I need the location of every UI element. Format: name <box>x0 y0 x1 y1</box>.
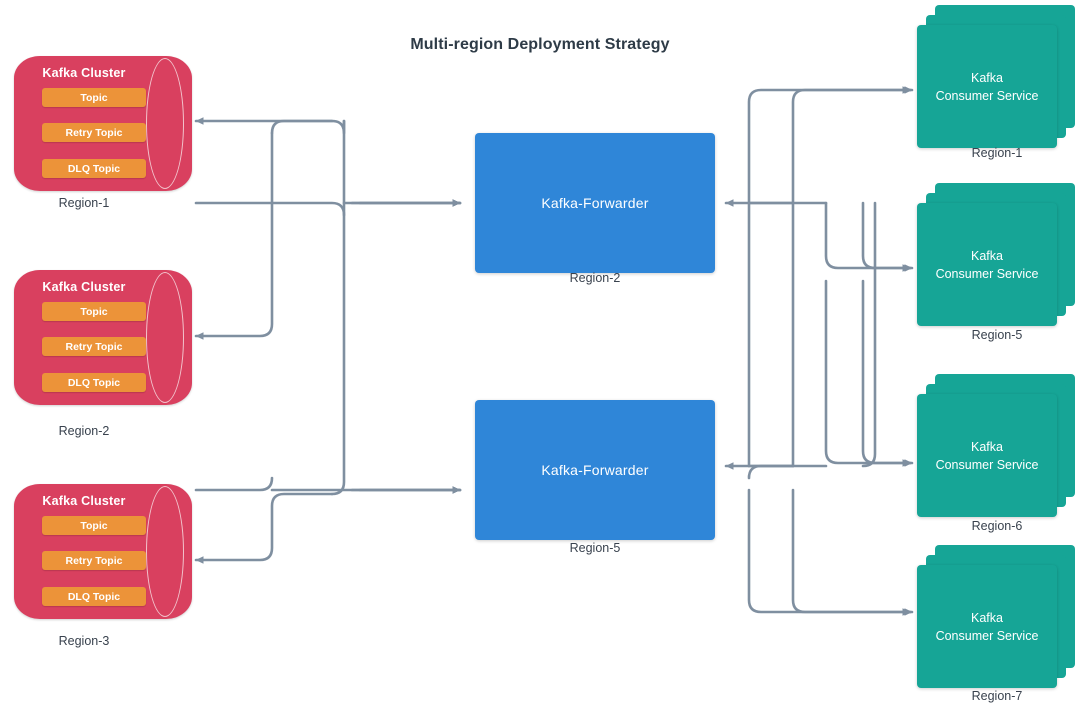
topic-box-topic[interactable]: Topic <box>42 88 146 107</box>
topic-box-dlq[interactable]: DLQ Topic <box>42 587 146 606</box>
region-label-consumer-7: Region-7 <box>971 689 1023 703</box>
kafka-consumer-service-region-7[interactable]: Kafka Consumer Service <box>917 545 1077 688</box>
cylinder-arc <box>146 272 184 403</box>
cylinder-arc <box>146 486 184 617</box>
kafka-cluster-region-3[interactable]: Kafka Cluster Topic Retry Topic DLQ Topi… <box>14 484 192 619</box>
topic-box-retry[interactable]: Retry Topic <box>42 123 146 142</box>
wire-fwd-to-consumer-1 <box>747 86 912 205</box>
kafka-consumer-service-region-5[interactable]: Kafka Consumer Service <box>917 183 1077 326</box>
page-title: Multi-region Deployment Strategy <box>410 36 670 53</box>
forwarder-label: Kafka-Forwarder <box>541 195 649 211</box>
region-label-forwarder-1: Region-2 <box>569 271 621 285</box>
cluster-title: Kafka Cluster <box>42 280 126 294</box>
kafka-forwarder-region-5[interactable]: Kafka-Forwarder <box>475 400 715 540</box>
kafka-cluster-region-1[interactable]: Kafka Cluster Topic Retry Topic DLQ Topi… <box>14 56 192 191</box>
region-label-consumer-5: Region-5 <box>971 328 1023 342</box>
kafka-consumer-service-region-1[interactable]: Kafka Consumer Service <box>917 5 1077 148</box>
topic-box-dlq[interactable]: DLQ Topic <box>42 159 146 178</box>
wire-fwd-to-consumer-6 <box>824 279 912 467</box>
region-label-consumer-1: Region-1 <box>971 146 1023 160</box>
wire-cluster-to-fwd-top <box>194 201 346 217</box>
wire-fwd-to-consumer-7 <box>747 488 912 616</box>
cylinder-arc <box>146 58 184 189</box>
wire-fwd-to-cluster-1 <box>194 117 346 135</box>
consumer-card-front <box>917 203 1057 326</box>
topic-box-topic[interactable]: Topic <box>42 302 146 321</box>
topic-box-dlq[interactable]: DLQ Topic <box>42 373 146 392</box>
forwarder-label: Kafka-Forwarder <box>541 462 649 478</box>
region-label-consumer-6: Region-6 <box>971 519 1023 533</box>
kafka-forwarder-region-2[interactable]: Kafka-Forwarder <box>475 133 715 273</box>
wire-consumer-to-fwd-bottom <box>747 464 795 480</box>
topic-box-topic[interactable]: Topic <box>42 516 146 535</box>
consumer-card-front <box>917 565 1057 688</box>
cluster-title: Kafka Cluster <box>42 494 126 508</box>
region-label-cluster-3: Region-3 <box>58 634 110 648</box>
kafka-cluster-region-2[interactable]: Kafka Cluster Topic Retry Topic DLQ Topi… <box>14 270 192 405</box>
cluster-title: Kafka Cluster <box>42 66 126 80</box>
wire-cluster-to-fwd-bottom <box>194 476 274 492</box>
region-label-cluster-1: Region-1 <box>58 196 110 210</box>
kafka-consumer-service-region-6[interactable]: Kafka Consumer Service <box>917 374 1077 517</box>
consumer-card-front <box>917 394 1057 517</box>
wire-fwd-to-cluster-2 <box>270 119 334 135</box>
region-label-forwarder-2: Region-5 <box>569 541 621 555</box>
region-label-cluster-2: Region-2 <box>58 424 110 438</box>
wire-fwd-to-consumer-5 <box>824 201 912 272</box>
topic-box-retry[interactable]: Retry Topic <box>42 551 146 570</box>
consumer-card-front <box>917 25 1057 148</box>
topic-box-retry[interactable]: Retry Topic <box>42 337 146 356</box>
